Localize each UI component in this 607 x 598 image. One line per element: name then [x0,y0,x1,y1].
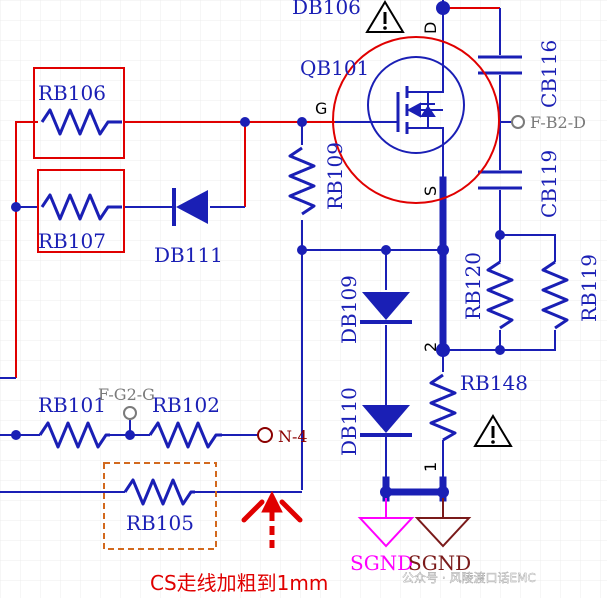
rb148-resistor [429,373,457,442]
db111-diode [172,188,208,226]
db110-label: DB110 [337,387,361,456]
warning-icon [473,414,513,447]
fb2d-net-flag [511,115,525,129]
junction-dots [11,1,505,498]
annotation-arrow-icon [241,490,303,548]
rb148-pin2-label: 2 [421,342,440,352]
rb109-resistor [288,146,316,216]
cb119-label: CB119 [537,150,561,218]
rb106-label: RB106 [38,81,106,105]
fg2g-net-label: F-G2-G [98,385,155,404]
source-pin-label: S [421,186,440,196]
cb119-capacitor [478,170,522,190]
left-red-wire [15,121,38,378]
rb119-top-wire [500,234,556,262]
n4-net-label: N-4 [278,427,308,446]
rb109-label: RB109 [323,142,347,210]
cb116-label: CB116 [537,40,561,108]
rb102-label: RB102 [152,393,220,417]
qb101-label: QB101 [300,56,369,80]
drain-pin-label: D [421,22,440,34]
rb119-bottom-wire [443,330,556,351]
sgnd-magenta-ground-icon [357,498,415,548]
db110-diode [360,405,412,437]
rb120-resistor [486,260,514,330]
rb119-label: RB119 [577,254,601,322]
mosfet-highlight-circle [332,36,500,204]
db106-label: DB106 [292,0,361,19]
rb106-resistor [40,108,122,136]
sgnd-brown-ground-icon [414,498,472,548]
warning-icon [365,0,405,33]
rb107-label: RB107 [38,229,106,253]
rb106-highlight-box [33,67,125,159]
db109-label: DB109 [337,275,361,344]
db109-diode [360,292,412,324]
rb119-resistor [541,260,569,330]
fg2g-net-flag [123,406,137,420]
fb2d-net-label: F-B2-D [530,113,586,132]
mosfet-body [367,56,465,154]
annotation-text: CS走线加粗到1mm [150,571,328,595]
gate-pin-label: G [315,99,327,118]
rb120-label: RB120 [461,252,485,320]
rb101-resistor [38,421,110,449]
rb148-label: RB148 [460,371,528,395]
rb105-highlight-box [103,462,217,550]
rb101-label: RB101 [38,393,106,417]
watermark-text: 公众号 · 风陵渡口话EMC [402,570,536,585]
rb107-resistor [40,193,122,221]
sgnd-magenta-label: SGND [350,551,413,575]
rb148-pin1-label: 1 [421,462,440,472]
db111-label: DB111 [154,243,223,267]
sgnd-brown-label: SGND [408,551,471,575]
qb101-mosfet [335,56,465,180]
rb102-resistor [148,421,222,449]
rb107-highlight-box [37,169,125,253]
rb105-label: RB105 [126,511,194,535]
n4-net-flag [257,427,273,443]
rb105-resistor [123,478,195,506]
